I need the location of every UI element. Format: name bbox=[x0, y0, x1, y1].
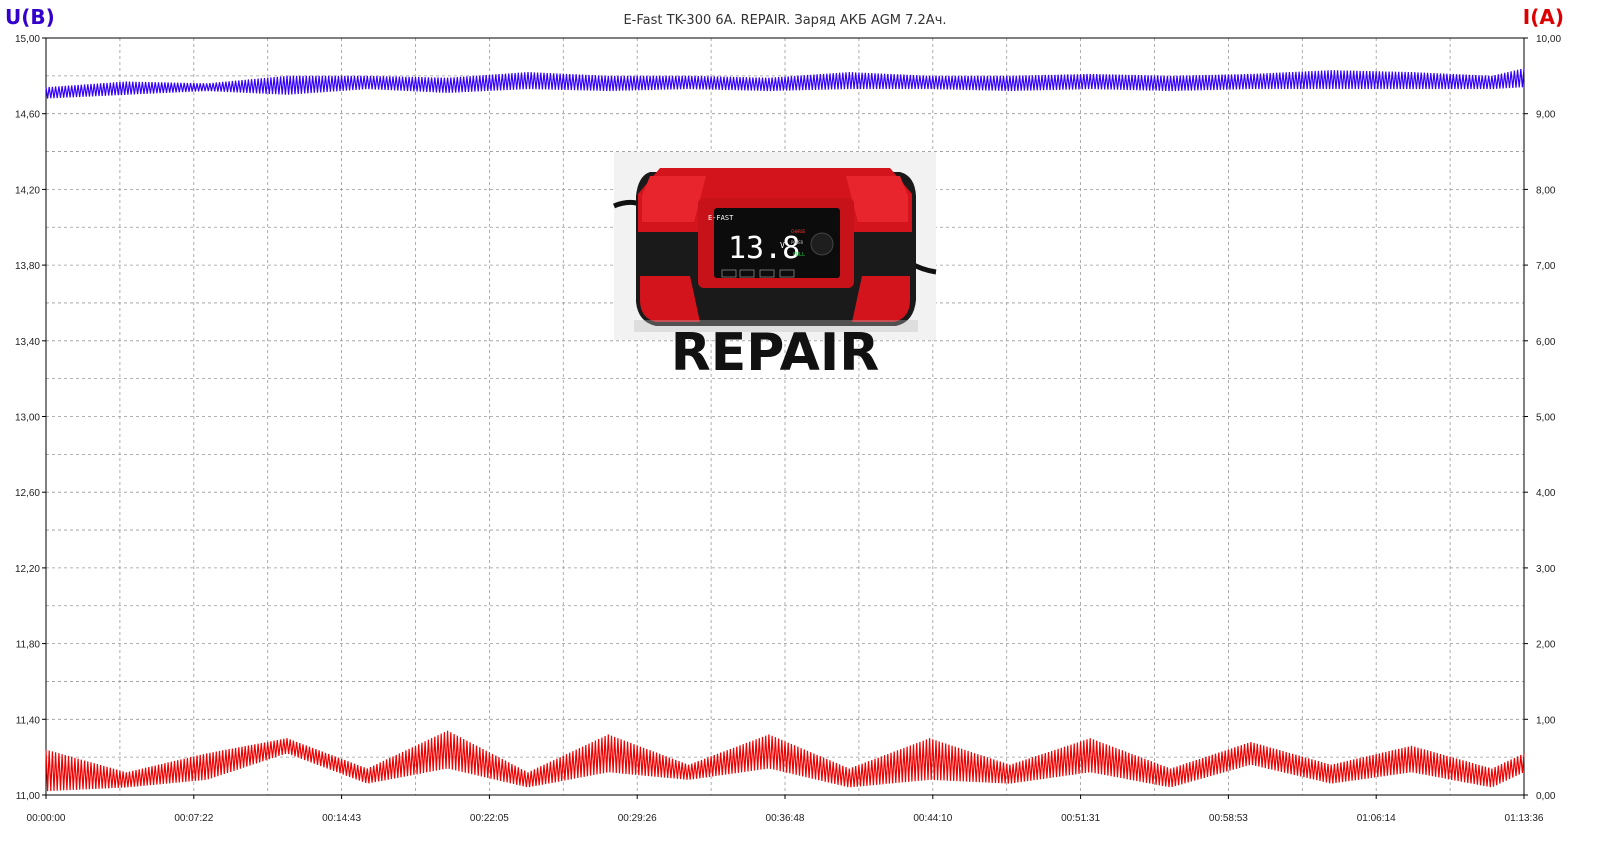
charger-image: E-FAST 13.8 V CHARGE POWER FULL bbox=[613, 152, 937, 340]
x-tick-label: 00:36:48 bbox=[766, 813, 805, 824]
x-tick-label: 00:22:05 bbox=[470, 813, 509, 824]
x-tick-label: 00:07:22 bbox=[174, 813, 213, 824]
left-axis-title: U(В) bbox=[5, 5, 55, 29]
y-right-tick-label: 5,00 bbox=[1536, 413, 1556, 424]
chart-title: E-Fast TK-300 6A. REPAIR. Заряд АКБ AGM … bbox=[623, 13, 946, 28]
lcd-unit: V bbox=[780, 241, 785, 250]
y-left-tick-label: 12,20 bbox=[15, 564, 40, 575]
y-left-tick-label: 14,60 bbox=[15, 110, 40, 121]
y-left-tick-label: 14,20 bbox=[15, 185, 40, 196]
x-tick-label: 00:58:53 bbox=[1209, 813, 1248, 824]
y-left-tick-label: 13,80 bbox=[15, 261, 40, 272]
y-right-tick-label: 2,00 bbox=[1536, 640, 1556, 651]
lcd-indicator-charge: CHARGE bbox=[791, 229, 806, 234]
y-right-tick-label: 0,00 bbox=[1536, 791, 1556, 802]
x-tick-label: 01:13:36 bbox=[1505, 813, 1544, 824]
repair-label: REPAIR bbox=[671, 323, 880, 383]
y-left-tick-label: 12,60 bbox=[15, 488, 40, 499]
y-right-tick-label: 4,00 bbox=[1536, 488, 1556, 499]
y-right-tick-label: 9,00 bbox=[1536, 110, 1556, 121]
lcd-screen bbox=[714, 208, 840, 278]
y-left-tick-label: 11,00 bbox=[16, 791, 41, 802]
y-right-tick-label: 1,00 bbox=[1536, 715, 1556, 726]
voltage-series bbox=[45, 68, 1525, 99]
lcd-indicator-power: POWER bbox=[791, 240, 804, 245]
y-left-tick-label: 13,00 bbox=[15, 413, 40, 424]
lcd-indicator-full: FULL bbox=[793, 252, 805, 258]
x-tick-label: 01:06:14 bbox=[1357, 813, 1396, 824]
y-right-tick-label: 6,00 bbox=[1536, 337, 1556, 348]
x-tick-label: 00:51:31 bbox=[1061, 813, 1100, 824]
x-tick-label: 00:44:10 bbox=[913, 813, 952, 824]
y-left-tick-label: 15,00 bbox=[15, 34, 40, 45]
right-axis-ticks: 0,00 1,00 2,00 3,00 4,00 5,00 6,00 7,00 8,00 9,00… bbox=[1524, 34, 1561, 802]
lcd-value: 13.8 bbox=[728, 231, 800, 266]
y-right-tick-label: 8,00 bbox=[1536, 185, 1556, 196]
mode-button bbox=[810, 232, 834, 256]
x-tick-label: 00:14:43 bbox=[322, 813, 361, 824]
right-axis-title: I(A) bbox=[1523, 5, 1564, 29]
left-axis-ticks: 11,00 11,40 11,80 12,20 12,60 13,00 13,40 13,80… bbox=[15, 34, 46, 802]
y-right-tick-label: 3,00 bbox=[1536, 564, 1556, 575]
x-tick-label: 00:29:26 bbox=[618, 813, 657, 824]
grid-lines bbox=[46, 38, 1524, 795]
x-axis-ticks: 00:00:00 00:07:22 00:14:43 00:22:05 00:29:26… bbox=[27, 795, 1544, 824]
brand-text: E-FAST bbox=[708, 214, 734, 222]
y-left-tick-label: 11,40 bbox=[16, 715, 41, 726]
y-left-tick-label: 11,80 bbox=[16, 640, 41, 651]
y-left-tick-label: 13,40 bbox=[15, 337, 40, 348]
y-right-tick-label: 7,00 bbox=[1536, 261, 1556, 272]
current-series bbox=[45, 730, 1525, 792]
y-right-tick-label: 10,00 bbox=[1536, 34, 1561, 45]
x-tick-label: 00:00:00 bbox=[27, 813, 66, 824]
